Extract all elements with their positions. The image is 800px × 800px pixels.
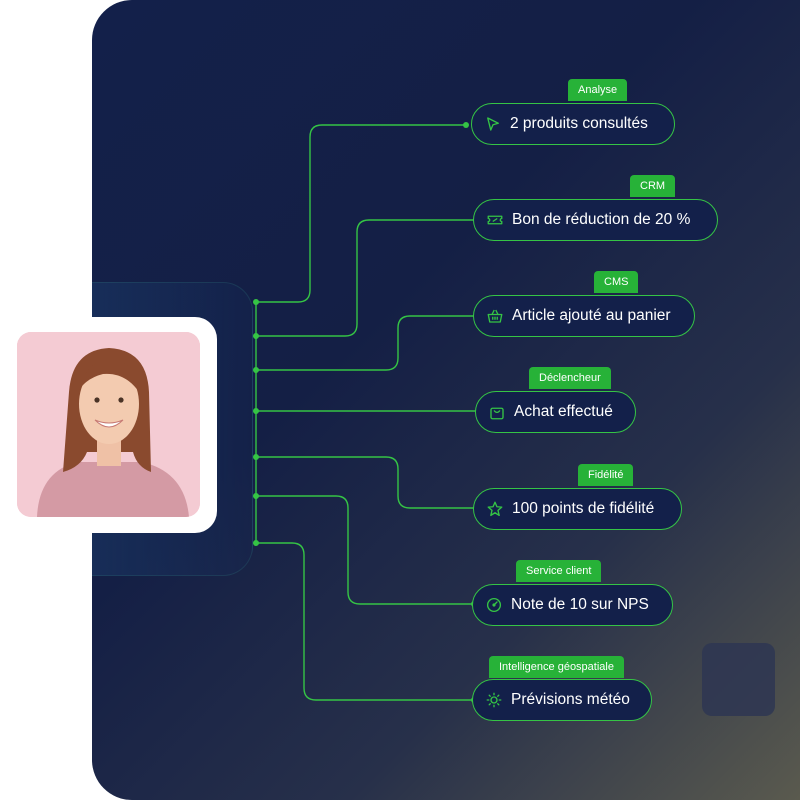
node-crm[interactable]: Bon de réduction de 20 % (473, 199, 718, 241)
node-label: Achat effectué (514, 403, 613, 420)
node-label: 2 produits consultés (510, 115, 648, 132)
node-label: 100 points de fidélité (512, 500, 655, 517)
node-service-client[interactable]: Note de 10 sur NPS (472, 584, 673, 626)
bag-icon (488, 403, 506, 421)
customer-photo (17, 332, 200, 517)
connector-fidelite (256, 456, 476, 509)
tag-fidelite: Fidélité (578, 464, 634, 486)
connector-dot (253, 493, 259, 499)
connector-dot (253, 540, 259, 546)
connector-geospatiale (256, 542, 474, 701)
node-cms[interactable]: Article ajouté au panier (473, 295, 695, 337)
tag-geospatiale: Intelligence géospatiale (489, 656, 624, 678)
connector-crm (256, 219, 476, 337)
connector-dot (463, 122, 469, 128)
star-icon (486, 500, 504, 518)
connector-analyse (256, 124, 466, 303)
tag-analyse: Analyse (568, 79, 628, 101)
connector-service-client (256, 495, 474, 605)
node-label: Article ajouté au panier (512, 307, 671, 324)
cursor-icon (484, 115, 502, 133)
node-declencheur[interactable]: Achat effectué (475, 391, 636, 433)
sun-icon (485, 691, 503, 709)
connector-cms (256, 315, 476, 371)
ticket-icon (486, 211, 504, 229)
tag-crm: CRM (630, 175, 676, 197)
basket-icon (486, 307, 504, 325)
node-analyse[interactable]: 2 produits consultés (471, 103, 675, 145)
decorative-square (702, 643, 775, 716)
node-fidelite[interactable]: 100 points de fidélité (473, 488, 682, 530)
connector-dot (253, 299, 259, 305)
node-label: Prévisions météo (511, 691, 630, 708)
tag-declencheur: Déclencheur (529, 367, 611, 389)
connector-dot (253, 408, 259, 414)
connector-dot (253, 454, 259, 460)
gauge-icon (485, 596, 503, 614)
node-label: Bon de réduction de 20 % (512, 211, 691, 228)
node-geospatiale[interactable]: Prévisions météo (472, 679, 652, 721)
node-label: Note de 10 sur NPS (511, 596, 649, 613)
tag-cms: CMS (594, 271, 639, 293)
connector-dot (253, 367, 259, 373)
tag-service-client: Service client (516, 560, 602, 582)
connector-dot (253, 333, 259, 339)
